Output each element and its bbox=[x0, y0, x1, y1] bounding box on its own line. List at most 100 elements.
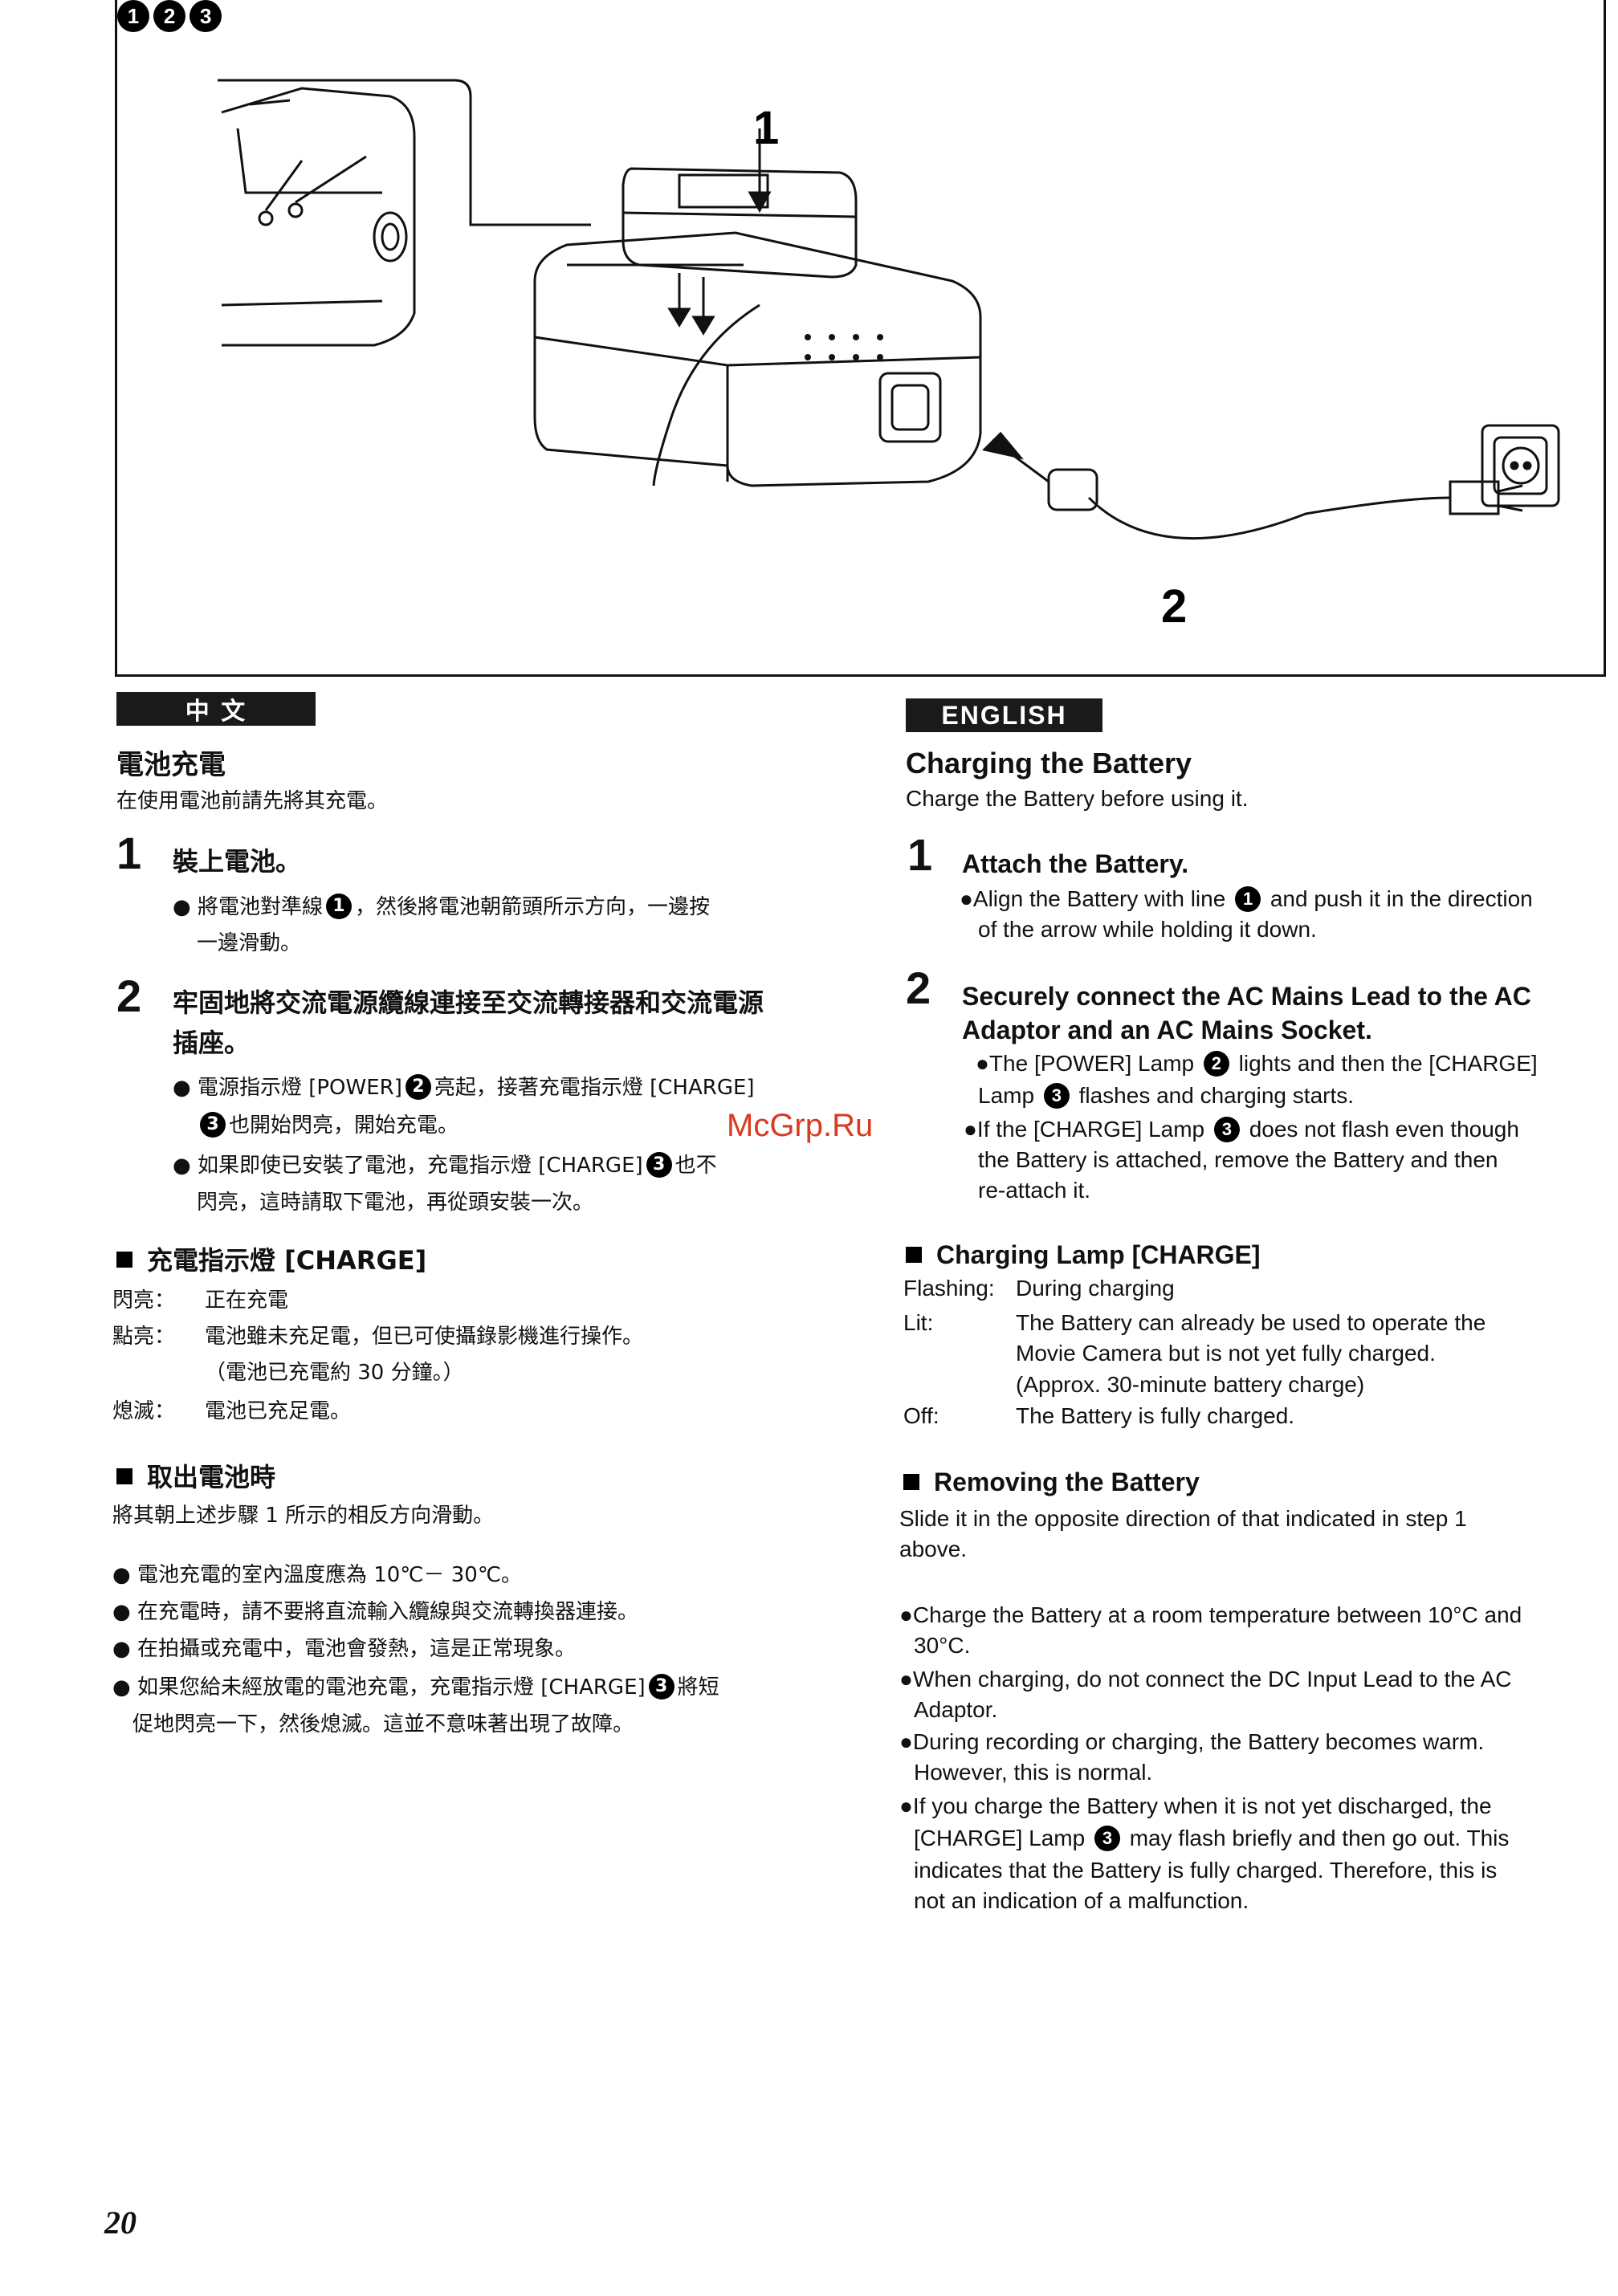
zh-step2-heading-1: 牢固地將交流電源纜線連接至交流轉接器和交流電源 bbox=[173, 987, 764, 1018]
zh-remove-heading: 取出電池時 bbox=[116, 1457, 275, 1494]
en-lamp-heading: Charging Lamp [CHARGE] bbox=[906, 1240, 1261, 1270]
en-note-cont: not an indication of a malfunction. bbox=[914, 1888, 1249, 1913]
en-remove-text-1: Slide it in the opposite direction of th… bbox=[899, 1506, 1467, 1531]
figure-label-step1: 1 bbox=[753, 102, 780, 154]
zh-step2-bullet1-text-c: 也開始閃亮，開始充電。 bbox=[229, 1113, 459, 1138]
zh-step2-bullet2-cont: 閃亮，這時請取下電池，再從頭安裝一次。 bbox=[197, 1191, 594, 1215]
marker-2-icon: 2 bbox=[405, 1073, 431, 1100]
en-lamp-value: The Battery is fully charged. bbox=[1016, 1403, 1295, 1428]
zh-note4-text-b: 將短 bbox=[677, 1675, 719, 1700]
marker-3-icon: 3 bbox=[1094, 1825, 1120, 1851]
en-step2-heading-2: Adaptor and an AC Mains Socket. bbox=[962, 1016, 1372, 1044]
en-step2-bullet2: ●If the [CHARGE] Lamp 3 does not flash e… bbox=[964, 1113, 1519, 1146]
zh-lamp-row: 熄滅：電池已充足電。 bbox=[112, 1395, 351, 1427]
en-step2-bullet1-text-a: ●The [POWER] Lamp bbox=[976, 1051, 1195, 1076]
zh-step1-bullet-text-a: ● 將電池對準線 bbox=[173, 895, 323, 919]
en-note: ●Charge the Battery at a room temperatur… bbox=[899, 1602, 1522, 1627]
en-step1-bullet: ●Align the Battery with line 1 and push … bbox=[960, 883, 1533, 915]
figure-marker-1: 1 bbox=[117, 0, 149, 32]
zh-lamp-row: 閃亮：正在充電 bbox=[112, 1284, 288, 1317]
section-tag-chinese: 中 文 bbox=[116, 692, 316, 726]
en-note: ●When charging, do not connect the DC In… bbox=[899, 1667, 1512, 1691]
zh-note4-text-a: ● 如果您給未經放電的電池充電，充電指示燈 [CHARGE] bbox=[112, 1675, 646, 1700]
en-lamp-heading-text: Charging Lamp [CHARGE] bbox=[936, 1240, 1261, 1269]
zh-lamp-value: 電池雖未充足電，但已可使攝錄影機進行操作。 bbox=[205, 1325, 644, 1349]
en-step1-bullet-text-a: ●Align the Battery with line bbox=[960, 886, 1226, 911]
en-title: Charging the Battery bbox=[906, 747, 1192, 780]
en-step1-bullet-cont: of the arrow while holding it down. bbox=[978, 917, 1317, 942]
en-lamp-key: Off: bbox=[903, 1403, 939, 1428]
zh-remove-text: 將其朝上述步驟 1 所示的相反方向滑動。 bbox=[112, 1504, 495, 1528]
en-step1-heading: Attach the Battery. bbox=[962, 849, 1189, 878]
en-lamp-row: Lit:The Battery can already be used to o… bbox=[903, 1307, 1486, 1339]
en-note-cont: 30°C. bbox=[914, 1633, 971, 1658]
en-step2-bullet2-cont: the Battery is attached, remove the Batt… bbox=[978, 1147, 1498, 1172]
en-lamp-value: The Battery can already be used to opera… bbox=[1016, 1310, 1486, 1335]
zh-note: ● 在拍攝或充電中，電池會發熱，這是正常現象。 bbox=[112, 1637, 576, 1661]
marker-1-icon: 1 bbox=[1235, 885, 1261, 912]
en-note-cont: [CHARGE] Lamp 3 may flash briefly and th… bbox=[914, 1822, 1509, 1854]
zh-step2-bullet2-text-b: 也不 bbox=[675, 1154, 717, 1178]
marker-3-icon: 3 bbox=[1213, 1116, 1240, 1142]
zh-lamp-row: （電池已充電約 30 分鐘。） bbox=[112, 1357, 464, 1389]
en-intro: Charge the Battery before using it. bbox=[906, 786, 1249, 811]
marker-2-icon: 2 bbox=[1203, 1050, 1229, 1077]
square-bullet-icon bbox=[116, 1252, 132, 1268]
zh-lamp-heading: 充電指示燈 [CHARGE] bbox=[116, 1240, 426, 1277]
zh-remove-heading-text: 取出電池時 bbox=[147, 1462, 276, 1492]
en-step2-bullet2-text-b: does not flash even though bbox=[1249, 1117, 1519, 1142]
zh-lamp-row: 點亮： 電池雖未充足電，但已可使攝錄影機進行操作。 bbox=[112, 1321, 643, 1353]
en-remove-heading-text: Removing the Battery bbox=[934, 1468, 1200, 1496]
marker-1-icon: 1 bbox=[325, 893, 352, 919]
charger-illustration bbox=[218, 79, 1560, 540]
en-lamp-value: During charging bbox=[1016, 1276, 1175, 1301]
zh-step2-bullet1-text-b: 亮起，接著充電指示燈 [CHARGE] bbox=[434, 1076, 755, 1100]
en-note: ●During recording or charging, the Batte… bbox=[899, 1729, 1485, 1754]
square-bullet-icon bbox=[906, 1246, 922, 1263]
zh-intro: 在使用電池前請先將其充電。 bbox=[116, 789, 389, 813]
en-step2-bullet1-cont: Lamp 3 flashes and charging starts. bbox=[978, 1080, 1354, 1112]
zh-lamp-key: 點亮： bbox=[112, 1325, 176, 1349]
zh-lamp-heading-text: 充電指示燈 [CHARGE] bbox=[147, 1245, 427, 1276]
en-note-cont: indicates that the Battery is fully char… bbox=[914, 1858, 1498, 1883]
en-lamp-value: (Approx. 30-minute battery charge) bbox=[1016, 1372, 1365, 1397]
en-note4-text-a: [CHARGE] Lamp bbox=[914, 1826, 1086, 1850]
page-number: 20 bbox=[104, 2204, 137, 2241]
en-note: ●If you charge the Battery when it is no… bbox=[899, 1793, 1492, 1818]
section-tag-english: ENGLISH bbox=[906, 698, 1102, 732]
figure-marker-3: 3 bbox=[190, 0, 222, 32]
en-remove-text-2: above. bbox=[899, 1537, 968, 1561]
en-note-cont: However, this is normal. bbox=[914, 1760, 1153, 1785]
zh-title: 電池充電 bbox=[116, 749, 226, 781]
square-bullet-icon bbox=[116, 1468, 132, 1484]
figure-label-step2: 2 bbox=[1161, 580, 1188, 633]
en-step2-bullet1-text-d: flashes and charging starts. bbox=[1078, 1083, 1355, 1108]
zh-note: ● 在充電時，請不要將直流輸入纜線與交流轉換器連接。 bbox=[112, 1600, 638, 1624]
marker-3-icon: 3 bbox=[1043, 1082, 1070, 1109]
zh-step2-number: 2 bbox=[116, 971, 142, 1021]
en-step2-bullet2-cont: re-attach it. bbox=[978, 1178, 1091, 1203]
en-step2-bullet1: ●The [POWER] Lamp 2 lights and then the … bbox=[976, 1048, 1538, 1080]
zh-lamp-value: 電池已充足電。 bbox=[205, 1399, 352, 1423]
zh-step2-bullet1-text-a: ● 電源指示燈 [POWER] bbox=[173, 1076, 402, 1100]
zh-note: ● 電池充電的室內溫度應為 10℃－ 30℃。 bbox=[112, 1563, 523, 1587]
en-lamp-key: Flashing: bbox=[903, 1276, 995, 1301]
zh-step2-bullet2-text-a: ● 如果即使已安裝了電池，充電指示燈 [CHARGE] bbox=[173, 1154, 643, 1178]
marker-3-icon: 3 bbox=[200, 1111, 226, 1138]
zh-lamp-key: 閃亮： bbox=[112, 1288, 176, 1313]
en-step2-heading-1: Securely connect the AC Mains Lead to th… bbox=[962, 982, 1531, 1011]
en-lamp-row: Flashing: During charging bbox=[903, 1272, 1175, 1305]
en-note-cont: Adaptor. bbox=[914, 1697, 998, 1722]
en-step1-bullet-text-b: and push it in the direction bbox=[1270, 886, 1533, 911]
zh-step1-bullet-text-b: ，然後將電池朝箭頭所示方向，一邊按 bbox=[354, 895, 710, 919]
en-remove-heading: Removing the Battery bbox=[903, 1468, 1200, 1497]
en-step1-number: 1 bbox=[907, 829, 933, 880]
marker-3-icon: 3 bbox=[646, 1151, 672, 1178]
zh-step1-bullet-cont: 一邊滑動。 bbox=[197, 931, 302, 955]
en-step2-number: 2 bbox=[906, 963, 931, 1013]
